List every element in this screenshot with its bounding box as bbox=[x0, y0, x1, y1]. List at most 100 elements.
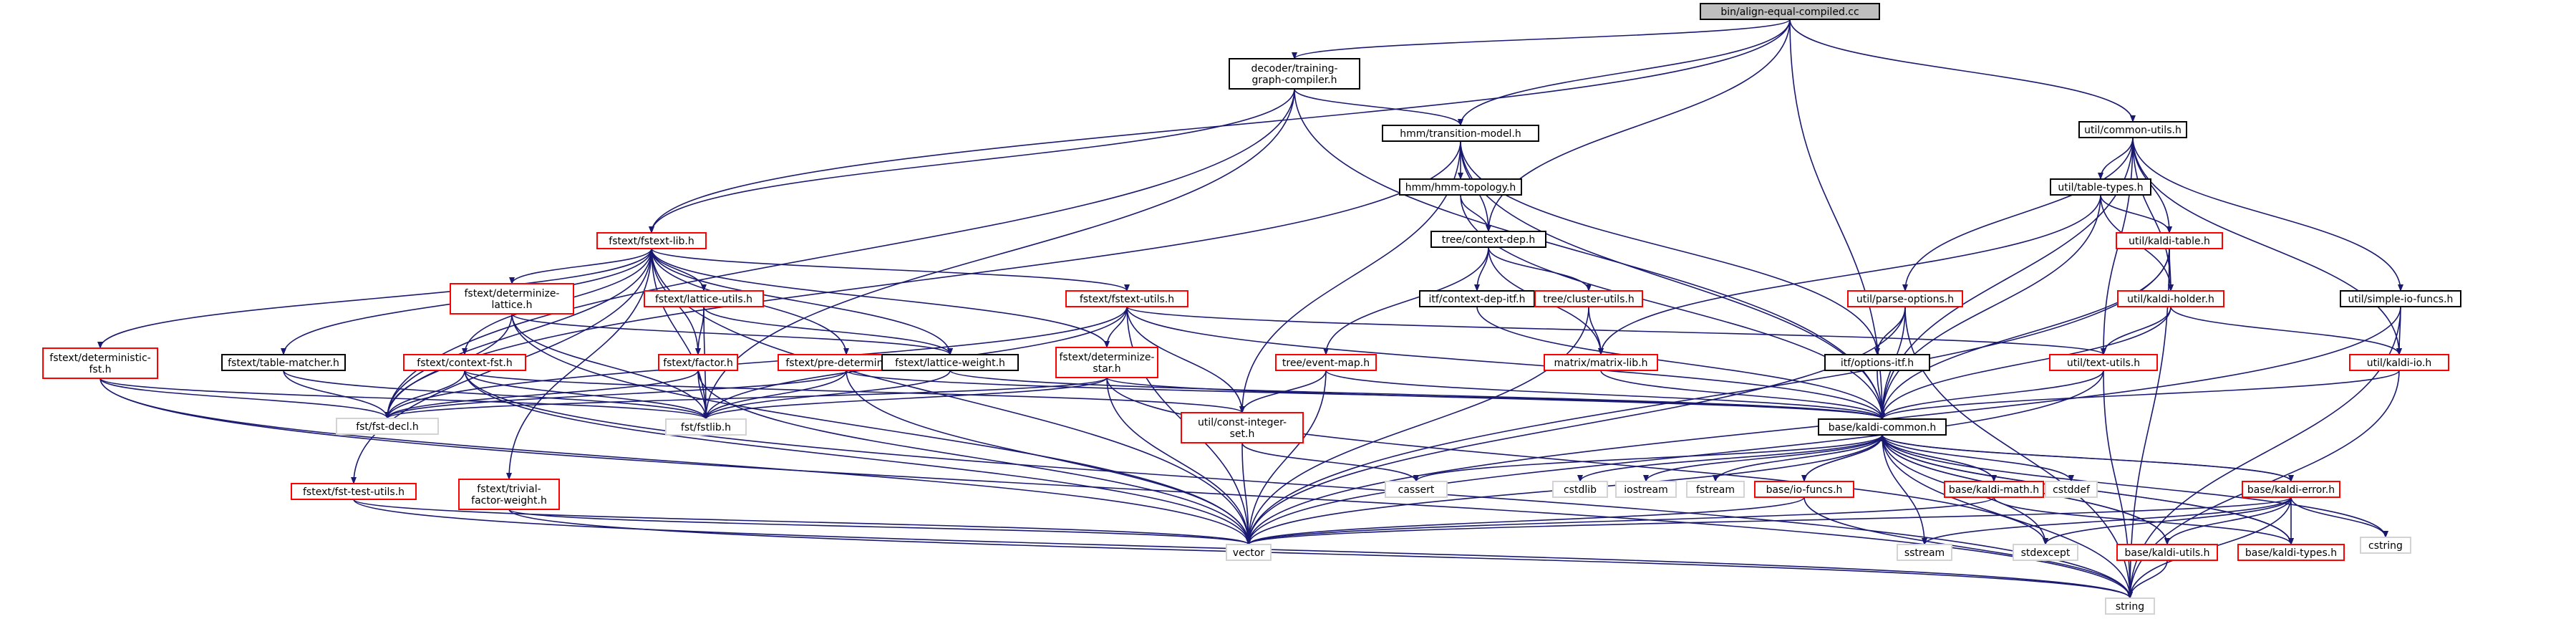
edge-n21-to-n29 bbox=[384, 370, 847, 419]
node-label: cstring bbox=[2368, 540, 2403, 552]
node-tree-cluster-utils-h[interactable]: tree/cluster-utils.h bbox=[1534, 290, 1643, 307]
node-fstext-fstext-utils-h[interactable]: fstext/fstext-utils.h bbox=[1065, 290, 1188, 307]
edge-n42-to-n32 bbox=[1879, 434, 2292, 482]
node-tree-event-map-h[interactable]: tree/event-map.h bbox=[1275, 354, 1377, 371]
edge-n32-to-n38 bbox=[1713, 434, 1883, 482]
node-util-text-utils-h[interactable]: util/text-utils.h bbox=[2049, 354, 2158, 371]
edge-n23-to-n46 bbox=[1106, 377, 2048, 545]
node-box bbox=[2242, 481, 2340, 498]
edge-n22-to-n32 bbox=[949, 370, 1885, 420]
node-box bbox=[2349, 354, 2449, 371]
node-label: fstext/context-fst.h bbox=[417, 358, 512, 369]
node-box bbox=[2078, 121, 2187, 138]
node-label: iostream bbox=[1624, 484, 1668, 496]
node-fstream: fstream bbox=[1686, 481, 1745, 498]
node-fstext-fst-test-utils-h[interactable]: fstext/fst-test-utils.h bbox=[291, 483, 417, 500]
edge-n31-to-n44 bbox=[1241, 442, 1251, 545]
edge-n7-to-n12 bbox=[1474, 246, 1489, 292]
node-base-kaldi-math-h[interactable]: base/kaldi-math.h bbox=[1944, 481, 2044, 498]
node-box bbox=[1055, 347, 1158, 378]
edge-n14-to-n44 bbox=[1246, 306, 1906, 545]
node-box bbox=[458, 479, 560, 510]
node-label: util/const-integer-set.h bbox=[1198, 417, 1287, 440]
edge-n19-to-n29 bbox=[384, 370, 465, 419]
node-cstdlib: cstdlib bbox=[1552, 481, 1608, 498]
node-base-kaldi-common-h[interactable]: base/kaldi-common.h bbox=[1818, 418, 1947, 436]
edge-n23-to-n44 bbox=[1106, 377, 1251, 545]
edge-n23-to-n32 bbox=[1106, 377, 1885, 420]
edge-n5-to-n17 bbox=[97, 248, 652, 349]
node-matrix-matrix-lib-h[interactable]: matrix/matrix-lib.h bbox=[1544, 354, 1658, 371]
node-fstext-context-fst-h[interactable]: fstext/context-fst.h bbox=[403, 354, 526, 371]
node-util-kaldi-holder-h[interactable]: util/kaldi-holder.h bbox=[2117, 290, 2224, 307]
node-fstext-fstext-lib-h[interactable]: fstext/fstext-lib.h bbox=[596, 232, 707, 249]
edge-n2-to-n29 bbox=[384, 140, 1461, 419]
node-box bbox=[658, 354, 738, 371]
node-box bbox=[1754, 481, 1854, 498]
node-label: base/kaldi-types.h bbox=[2245, 547, 2337, 559]
node-base-io-funcs-h[interactable]: base/io-funcs.h bbox=[1754, 481, 1854, 498]
node-util-simple-io-funcs-h[interactable]: util/simple-io-funcs.h bbox=[2340, 290, 2461, 307]
node-util-const-integer-set-h[interactable]: util/const-integer-set.h bbox=[1181, 412, 1304, 443]
node-fstext-lattice-utils-h[interactable]: fstext/lattice-utils.h bbox=[644, 290, 764, 307]
node-box bbox=[644, 290, 764, 307]
node-fstext-deterministic-fst-h[interactable]: fstext/deterministic-fst.h bbox=[42, 347, 158, 379]
edge-n28-to-n32 bbox=[1879, 370, 2400, 420]
node-fstext-table-matcher-h[interactable]: fstext/table-matcher.h bbox=[221, 354, 346, 371]
node-hmm-hmm-topology-h[interactable]: hmm/hmm-topology.h bbox=[1399, 178, 1522, 196]
node-vector: vector bbox=[1226, 544, 1272, 561]
node-box bbox=[2237, 544, 2345, 561]
node-label: base/kaldi-common.h bbox=[1829, 422, 1937, 433]
node-base-kaldi-types-h[interactable]: base/kaldi-types.h bbox=[2237, 544, 2345, 561]
edge-n7-to-n24 bbox=[1323, 246, 1489, 355]
node-label: fst/fst-decl.h bbox=[356, 421, 419, 433]
node-util-common-utils-h[interactable]: util/common-utils.h bbox=[2078, 121, 2187, 138]
node-box bbox=[2360, 537, 2411, 554]
node-box bbox=[2340, 290, 2461, 307]
edge-n8-to-n44 bbox=[1246, 248, 2170, 545]
node-box bbox=[291, 483, 417, 500]
node-label: util/table-types.h bbox=[2058, 182, 2143, 193]
node-box bbox=[1824, 354, 1930, 371]
node-base-kaldi-utils-h[interactable]: base/kaldi-utils.h bbox=[2116, 544, 2218, 561]
node-fstext-factor-h[interactable]: fstext/factor.h bbox=[658, 354, 738, 371]
node-util-kaldi-table-h[interactable]: util/kaldi-table.h bbox=[2116, 232, 2223, 249]
node-fstext-trivial-factor-weight-h[interactable]: fstext/trivial-factor-weight.h bbox=[458, 479, 560, 510]
node-box bbox=[1226, 544, 1272, 561]
node-label: fst/fstlib.h bbox=[681, 422, 731, 433]
edge-n3-to-n15 bbox=[2132, 137, 2174, 292]
edge-n15-to-n32 bbox=[1879, 306, 2171, 420]
node-box bbox=[596, 232, 707, 249]
node-label: fstext/table-matcher.h bbox=[228, 358, 339, 369]
edge-n21-to-n44 bbox=[846, 370, 1251, 545]
node-bin-align-equal-compiled-cc: bin/align-equal-compiled.cc bbox=[1700, 3, 1880, 20]
node-util-parse-options-h[interactable]: util/parse-options.h bbox=[1847, 290, 1963, 307]
edge-n18-to-n30 bbox=[283, 370, 709, 420]
node-decoder-training-graph-compiler-h[interactable]: decoder/training-graph-compiler.h bbox=[1229, 58, 1360, 90]
node-box bbox=[2116, 232, 2223, 249]
edge-n11-to-n31 bbox=[1126, 306, 1245, 413]
node-itf-context-dep-itf-h[interactable]: itf/context-dep-itf.h bbox=[1419, 290, 1535, 307]
edge-n3-to-n28 bbox=[2132, 137, 2402, 355]
node-base-kaldi-error-h[interactable]: base/kaldi-error.h bbox=[2242, 481, 2340, 498]
node-label: fstext/fst-test-utils.h bbox=[303, 486, 405, 498]
node-hmm-transition-model-h[interactable]: hmm/transition-model.h bbox=[1382, 125, 1539, 142]
node-util-kaldi-io-h[interactable]: util/kaldi-io.h bbox=[2349, 354, 2449, 371]
node-label: cassert bbox=[1398, 484, 1435, 496]
edge-n21-to-n30 bbox=[703, 370, 847, 420]
node-fstext-determinize-star-h[interactable]: fstext/determinize-star.h bbox=[1055, 347, 1158, 378]
edge-n19-to-n44 bbox=[464, 370, 1251, 545]
node-itf-options-itf-h[interactable]: itf/options-itf.h bbox=[1824, 354, 1930, 371]
node-string: string bbox=[2105, 598, 2155, 615]
edge-n3-to-n14 bbox=[1902, 137, 2134, 292]
node-cstddef: cstddef bbox=[2045, 481, 2098, 498]
edge-n13-to-n44 bbox=[1246, 306, 1589, 545]
node-box bbox=[1847, 290, 1963, 307]
node-tree-context-dep-h[interactable]: tree/context-dep.h bbox=[1430, 231, 1546, 248]
node-label: base/kaldi-math.h bbox=[1949, 484, 2039, 496]
node-fstext-determinize-lattice-h[interactable]: fstext/determinize-lattice.h bbox=[450, 283, 574, 315]
node-label: vector bbox=[1233, 547, 1265, 559]
node-fstext-lattice-weight-h[interactable]: fstext/lattice-weight.h bbox=[881, 354, 1019, 371]
edge-n17-to-n29 bbox=[100, 378, 390, 419]
node-util-table-types-h[interactable]: util/table-types.h bbox=[2050, 178, 2151, 196]
